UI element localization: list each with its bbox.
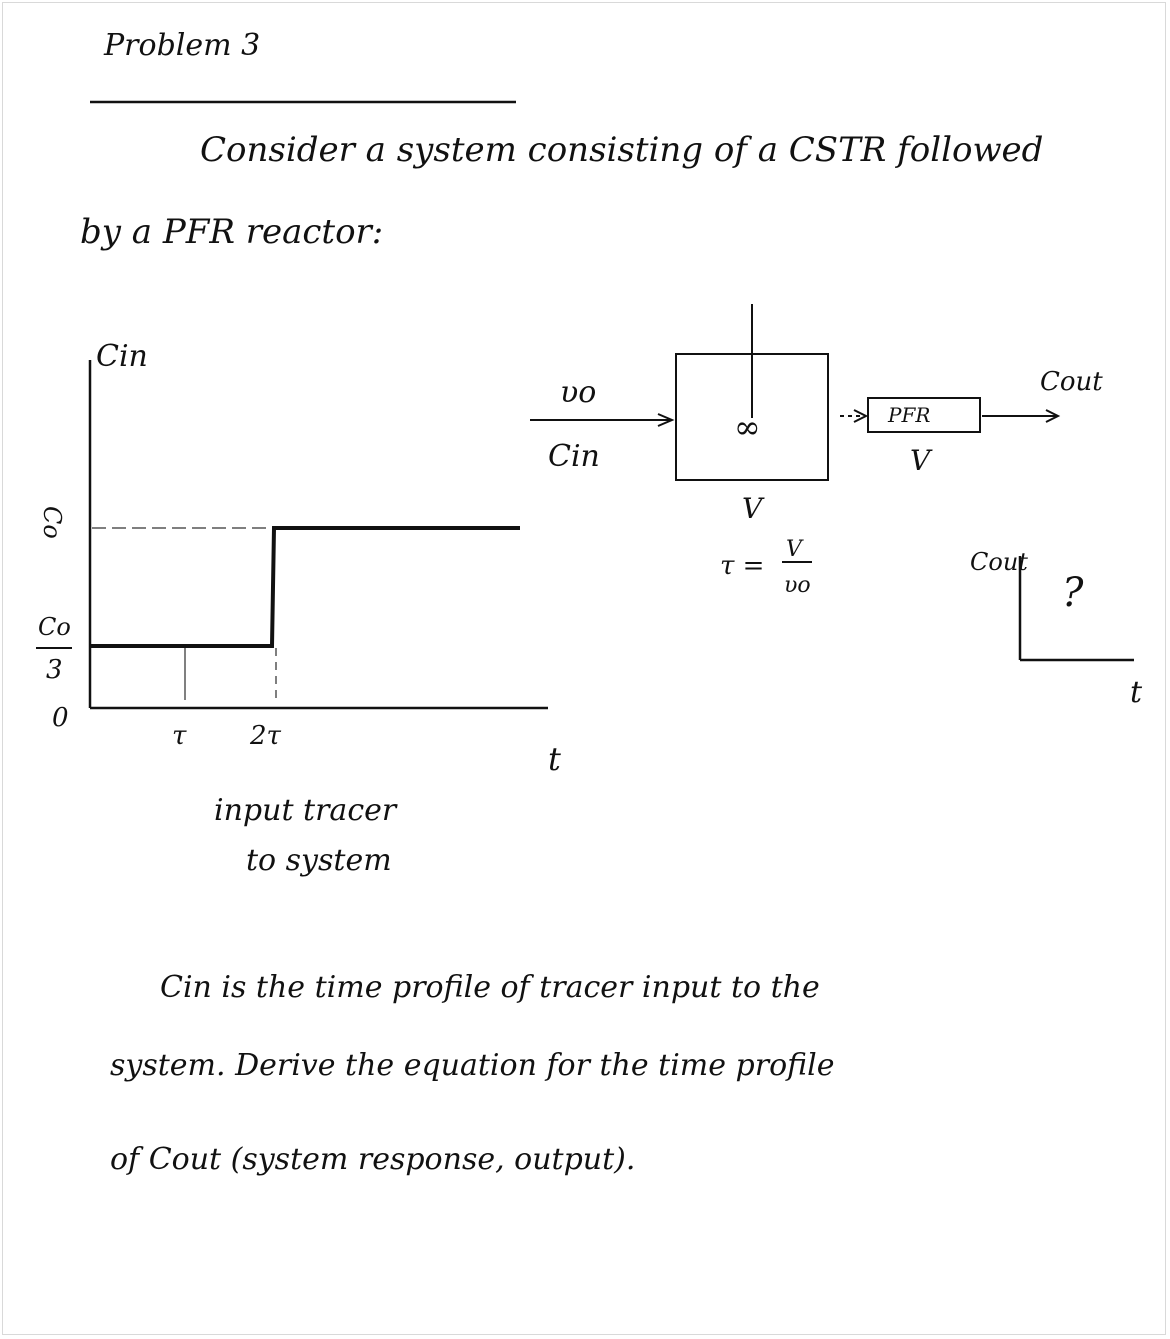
input-x-label: t [548,740,561,778]
intro-line-2: by a PFR reactor: [80,212,384,252]
input-caption-1: input tracer [214,793,398,828]
input-y-tick-co3-den: 3 [46,655,63,685]
output-unknown-mark: ? [1062,570,1084,616]
outlet-arrowhead [1045,409,1061,423]
outlet-conc-label: Cout [1040,367,1103,397]
question-line-1: Cin is the time profile of tracer input … [160,970,820,1005]
question-line-3: of Cout (system response, output). [110,1142,636,1177]
pfr-label: PFR [887,403,930,427]
tau-lhs: τ = [720,551,764,581]
input-x-tick-2tau: 2τ [249,721,282,751]
output-plot: Cout ? t [970,548,1143,710]
process-diagram: υo Cin ∞ V τ = V υo PFR V Cout [530,304,1103,598]
tau-denominator: υo [784,573,811,598]
question-line-2: system. Derive the equation for the time… [110,1048,835,1083]
input-y-tick-co: Co [38,506,66,539]
input-x-tick-tau: τ [172,721,187,751]
intro-line-1: Consider a system consisting of a CSTR f… [200,130,1044,170]
cstr-pfr-arrowhead [853,409,869,423]
inlet-conc-label: Cin [548,439,600,474]
problem-title: Problem 3 [104,28,261,63]
input-caption-2: to system [246,843,392,878]
inlet-flow-label: υo [560,375,596,410]
output-x-label: t [1130,675,1143,710]
cstr-stirrer-icon: ∞ [734,408,761,446]
input-plot: Cin Co Co 3 0 τ 2τ t input tracer to sys… [36,339,561,878]
input-y-label: Cin [96,339,148,374]
tau-numerator: V [786,537,804,562]
inlet-arrowhead [657,413,675,427]
cstr-volume-label: V [742,492,765,525]
input-y-tick-co3-num: Co [38,613,71,641]
pfr-volume-label: V [910,444,933,477]
step-curve [90,526,520,648]
input-x-tick-0: 0 [52,703,69,733]
output-y-label: Cout [970,548,1028,576]
